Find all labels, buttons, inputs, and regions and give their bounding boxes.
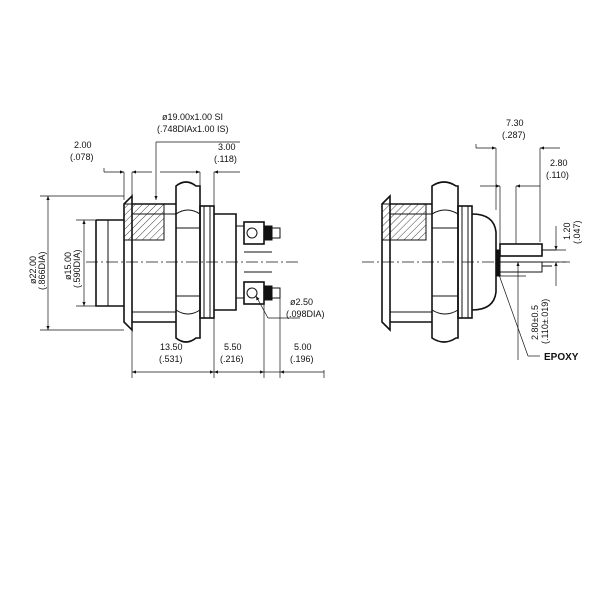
terminal-offset-metric: 2.80±0.5 (530, 305, 540, 340)
terminal-thickness-metric: 1.20 (562, 222, 572, 240)
outer-dia-metric: ø22.00 (28, 256, 38, 284)
terminal-width-imperial: (.110) (546, 170, 569, 180)
hole-imperial: (.098DIA) (286, 309, 325, 319)
hole-metric: ø2.50 (290, 297, 313, 307)
side-depth-imperial: (.287) (502, 130, 526, 140)
housing-length-metric: 5.50 (224, 342, 242, 352)
terminal-thickness-imperial: (.047) (572, 220, 582, 244)
right-dimension-labels: 7.30 (.287) 2.80 (.110) 1.20 (.047) 2.80… (502, 118, 582, 363)
flange-imperial: (.078) (70, 152, 94, 162)
inner-dia-imperial: (.590DIA) (72, 249, 82, 288)
nut-metric: 3.00 (218, 142, 236, 152)
body-length-imperial: (.531) (159, 354, 183, 364)
thread-metric: ø19.00x1.00 SI (162, 112, 223, 122)
flange-metric: 2.00 (74, 140, 92, 150)
terminal-length-imperial: (.196) (290, 354, 314, 364)
housing-length-imperial: (.216) (220, 354, 244, 364)
left-dimension-labels: ø19.00x1.00 SI (.748DIAx1.00 IS) 2.00 (.… (28, 112, 325, 364)
nut-imperial: (.118) (214, 154, 237, 164)
outer-dia-imperial: (.866DIA) (37, 251, 47, 290)
left-view (40, 141, 325, 378)
terminal-length-metric: 5.00 (294, 342, 312, 352)
right-view (362, 144, 570, 360)
side-depth-metric: 7.30 (506, 118, 524, 128)
inner-dia-metric: ø15.00 (63, 252, 73, 280)
terminal-offset-imperial: (.110±.019) (540, 299, 550, 344)
thread-imperial: (.748DIAx1.00 IS) (157, 124, 229, 134)
terminal-width-metric: 2.80 (550, 158, 568, 168)
body-length-metric: 13.50 (160, 342, 183, 352)
epoxy-label: EPOXY (544, 352, 579, 363)
